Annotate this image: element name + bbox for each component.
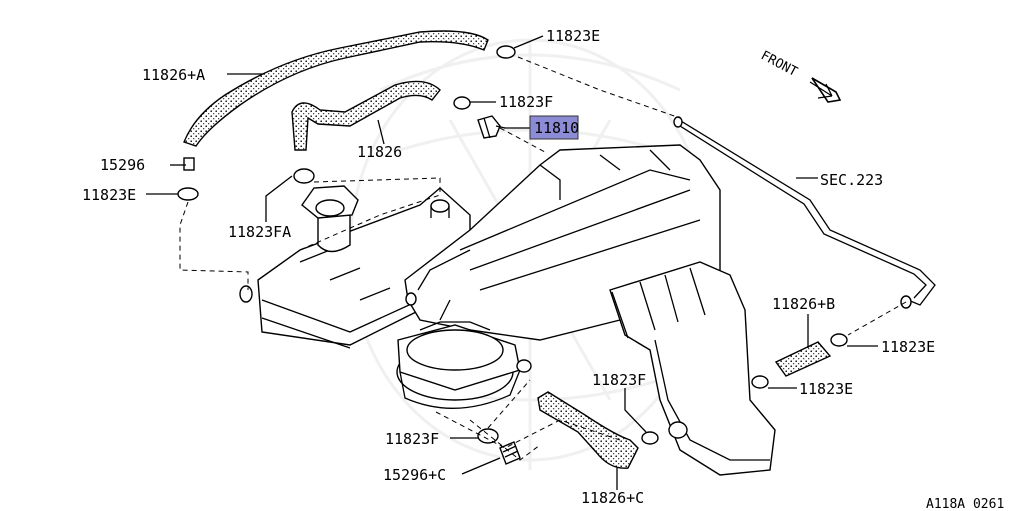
- pcv-separator: [396, 321, 532, 409]
- oil-filler-cap: [301, 185, 359, 253]
- callout-11826-c[interactable]: 11826+C: [581, 489, 644, 507]
- callout-11823f-top[interactable]: 11823F: [499, 93, 553, 111]
- callout-11823e-right[interactable]: 11823E: [881, 338, 935, 356]
- callout-11823f-bot[interactable]: 11823F: [385, 430, 439, 448]
- hose-11826-c: [537, 391, 639, 469]
- tube-sec223: [673, 116, 936, 309]
- front-label: FRONT: [758, 48, 800, 80]
- reference-code: A118A 0261: [926, 497, 1004, 511]
- air-duct: [609, 261, 776, 476]
- callout-15296[interactable]: 15296: [100, 156, 145, 174]
- hose-11826: [291, 80, 441, 151]
- leader-lines: [146, 35, 878, 490]
- dashed-routing: [179, 56, 907, 461]
- callout-15296-c[interactable]: 15296+C: [383, 466, 446, 484]
- pcv-valve-11810: [477, 115, 506, 139]
- callout-11826[interactable]: 11826: [357, 143, 402, 161]
- clamps: [177, 45, 848, 465]
- callout-11826-b[interactable]: 11826+B: [772, 295, 835, 313]
- callout-11823fa[interactable]: 11823FA: [228, 223, 291, 241]
- callout-11823f-mid[interactable]: 11823F: [592, 371, 646, 389]
- hose-11826-a: [183, 30, 489, 147]
- callout-11826-a[interactable]: 11826+A: [142, 66, 205, 84]
- hose-11826-b: [774, 341, 832, 377]
- highlight-11810: [529, 115, 579, 140]
- callout-sec223[interactable]: SEC.223: [820, 171, 883, 189]
- callout-11810[interactable]: 11810: [534, 119, 579, 137]
- callout-11823e-mid[interactable]: 11823E: [799, 380, 853, 398]
- callout-11823e-left[interactable]: 11823E: [82, 186, 136, 204]
- callout-11823e-top[interactable]: 11823E: [546, 27, 600, 45]
- front-arrow: FRONT: [758, 48, 842, 103]
- callout-labels: 11823E 11826+A 11823F 11810 11826 15296 …: [82, 27, 1004, 511]
